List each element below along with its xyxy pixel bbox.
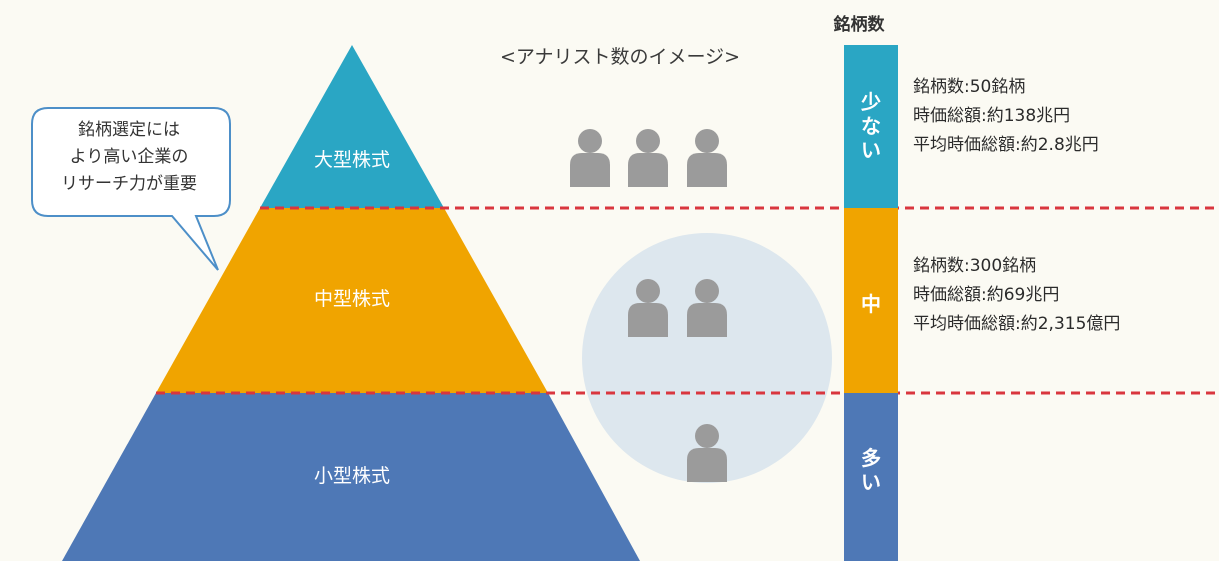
- pyramid-tier-small: [62, 393, 640, 561]
- analyst-image-title: <アナリスト数のイメージ>: [500, 46, 741, 68]
- stat-line: 銘柄数:300銘柄: [913, 256, 1037, 276]
- count-label-many: 多 い: [844, 446, 898, 494]
- stat-line: 銘柄数:50銘柄: [913, 77, 1026, 97]
- count-label-few: 少 な い: [844, 90, 898, 162]
- count-bar-mid: [844, 208, 898, 393]
- stat-line: 平均時価総額:約2,315億円: [913, 314, 1121, 334]
- count-label-char: 多: [861, 446, 881, 470]
- stat-line: 平均時価総額:約2.8兆円: [913, 135, 1099, 155]
- person-icon: [628, 129, 668, 187]
- pyramid-tier-large: [260, 45, 444, 208]
- count-label-mid: 中: [844, 292, 898, 316]
- callout-bubble: [31, 107, 231, 271]
- count-bar-many: [844, 393, 898, 561]
- callout-text: 銘柄選定には より高い企業の リサーチ力が重要: [40, 117, 218, 198]
- callout-line: より高い企業の: [69, 147, 189, 167]
- person-icon: [687, 129, 727, 187]
- person-icon: [570, 129, 610, 187]
- tier-label-small: 小型株式: [314, 465, 390, 487]
- pyramid-tier-mid: [156, 208, 548, 393]
- stats-large-cap: 銘柄数:50銘柄 時価総額:約138兆円 平均時価総額:約2.8兆円: [913, 73, 1099, 160]
- count-label-char: な: [861, 114, 881, 138]
- count-label-char: 中: [861, 292, 881, 316]
- count-label-char: い: [861, 470, 881, 494]
- person-icon: [687, 279, 727, 337]
- count-label-char: い: [861, 138, 881, 162]
- tier-label-mid: 中型株式: [314, 288, 390, 310]
- stat-line: 時価総額:約138兆円: [913, 106, 1071, 126]
- count-column-header: 銘柄数: [833, 15, 885, 35]
- callout-line: リサーチ力が重要: [61, 174, 197, 194]
- callout-line: 銘柄選定には: [78, 120, 180, 140]
- count-label-char: 少: [861, 90, 881, 114]
- count-bar-few: [844, 45, 898, 208]
- tier-label-large: 大型株式: [314, 149, 390, 171]
- person-icon: [628, 279, 668, 337]
- person-icon: [687, 424, 727, 482]
- stats-mid-cap: 銘柄数:300銘柄 時価総額:約69兆円 平均時価総額:約2,315億円: [913, 252, 1120, 339]
- stat-line: 時価総額:約69兆円: [913, 285, 1060, 305]
